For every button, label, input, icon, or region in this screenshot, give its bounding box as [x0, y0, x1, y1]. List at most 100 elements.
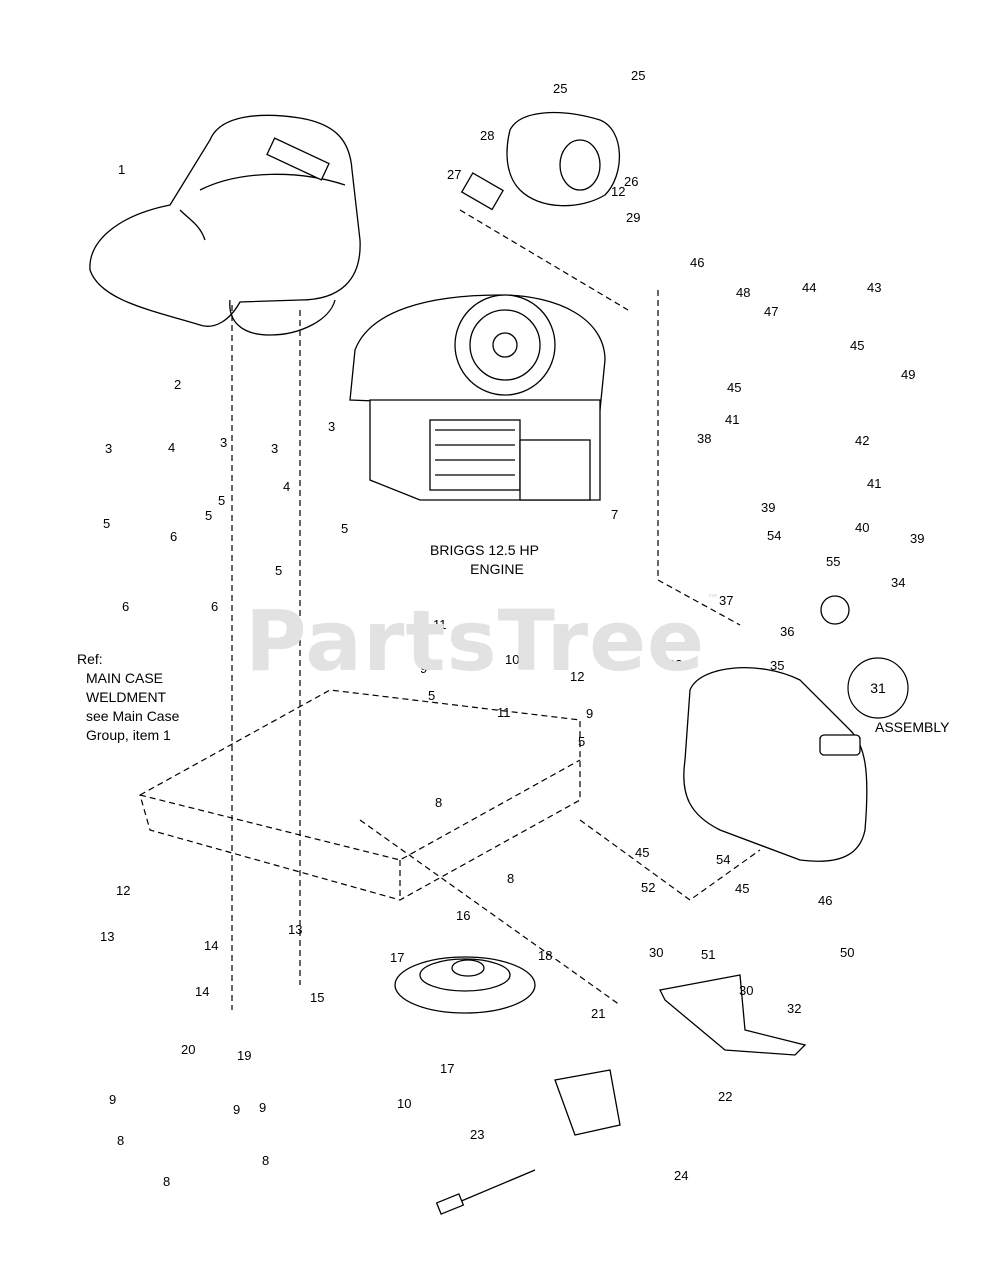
callout-3[interactable]: 3	[328, 419, 335, 434]
callout-54[interactable]: 54	[767, 528, 781, 543]
callout-54[interactable]: 55	[826, 554, 840, 569]
callout-39[interactable]: 39	[761, 500, 775, 515]
seat-part[interactable]	[89, 114, 361, 336]
callout-35[interactable]: 36	[780, 624, 794, 639]
callout-41[interactable]: 42	[855, 433, 869, 448]
callout-42[interactable]: 43	[867, 280, 881, 295]
callout-18[interactable]: 19	[237, 1048, 251, 1063]
callout-12[interactable]: 13	[288, 922, 302, 937]
callout-22[interactable]: 23	[470, 1127, 484, 1142]
callout-8[interactable]: 8	[507, 871, 514, 886]
callout-17[interactable]: 18	[538, 948, 552, 963]
engine-part[interactable]	[349, 294, 606, 501]
callout-3[interactable]: 3	[105, 441, 112, 456]
callout-51[interactable]: 52	[641, 880, 655, 895]
assembly-circle[interactable]: 31	[847, 657, 909, 719]
callout-9[interactable]: 10	[397, 1096, 411, 1111]
callout-3[interactable]: 3	[220, 435, 227, 450]
callout-3[interactable]: 3	[271, 441, 278, 456]
callout-labels: 1 2 3 3 3 3 4 4 5 5 5 5 5 5 5 6 6 6 6 7 …	[100, 68, 924, 1189]
callout-12[interactable]: 12	[611, 184, 625, 199]
pulley-part[interactable]	[394, 956, 536, 1014]
callout-5[interactable]: 5	[428, 688, 435, 703]
bracket-part[interactable]	[554, 1069, 621, 1136]
callout-44[interactable]: 45	[727, 380, 741, 395]
callout-10[interactable]: 10	[505, 652, 519, 667]
callout-7[interactable]: 7	[611, 507, 618, 522]
callout-39[interactable]: 40	[855, 520, 869, 535]
callout-5[interactable]: 5	[205, 508, 212, 523]
callout-13[interactable]: 13	[100, 929, 114, 944]
callout-1[interactable]: 1	[118, 162, 125, 177]
callout-34[interactable]: 35	[770, 658, 784, 673]
callout-5[interactable]: 5	[578, 734, 585, 749]
callout-26[interactable]: 27	[447, 167, 461, 182]
callout-33[interactable]: 34	[891, 575, 905, 590]
callout-4[interactable]: 4	[283, 479, 290, 494]
callout-24[interactable]: 25	[553, 81, 567, 96]
callout-52[interactable]: 54	[716, 852, 730, 867]
callout-37[interactable]: 38	[697, 431, 711, 446]
callout-45[interactable]: 45	[735, 881, 749, 896]
callout-6[interactable]: 6	[170, 529, 177, 544]
callout-8[interactable]: 8	[117, 1133, 124, 1148]
callout-27[interactable]: 28	[480, 128, 494, 143]
callout-29[interactable]: 30	[649, 945, 663, 960]
callout-48[interactable]: 49	[901, 367, 915, 382]
callout-38[interactable]: 39	[910, 531, 924, 546]
callout-9[interactable]: 9	[259, 1100, 266, 1115]
callout-11[interactable]: 11	[433, 617, 447, 632]
callout-11[interactable]: 12	[570, 669, 584, 684]
heat-shield-part[interactable]	[659, 974, 807, 1056]
callout-5[interactable]: 5	[341, 521, 348, 536]
callout-8[interactable]: 8	[435, 795, 442, 810]
fuel-tank-part[interactable]	[683, 595, 868, 862]
callout-15[interactable]: 16	[456, 908, 470, 923]
callout-5[interactable]: 5	[275, 563, 282, 578]
callout-28[interactable]: 29	[626, 210, 640, 225]
callout-19[interactable]: 20	[181, 1042, 195, 1057]
callout-40[interactable]: 41	[867, 476, 881, 491]
callout-30[interactable]: 32	[787, 1001, 801, 1016]
callout-46[interactable]: 46	[690, 255, 704, 270]
callout-6[interactable]: 6	[286, 624, 293, 639]
callout-8[interactable]: 8	[262, 1153, 269, 1168]
callout-43[interactable]: 44	[802, 280, 816, 295]
callout-9[interactable]: 9	[586, 706, 593, 721]
callout-49[interactable]: 50	[840, 945, 854, 960]
muffler-part[interactable]	[460, 112, 621, 211]
callout-32[interactable]: 33	[668, 657, 682, 672]
rod-part[interactable]	[435, 1169, 536, 1215]
callout-50[interactable]: 51	[701, 947, 715, 962]
callout-25[interactable]: 25	[631, 68, 645, 83]
callout-14[interactable]: 14	[204, 938, 218, 953]
callout-4[interactable]: 4	[168, 440, 175, 455]
callout-6[interactable]: 6	[122, 599, 129, 614]
callout-10[interactable]: 11	[497, 705, 511, 720]
callout-36[interactable]: 37	[719, 593, 733, 608]
callout-8[interactable]: 8	[163, 1174, 170, 1189]
callout-41[interactable]: 41	[725, 412, 739, 427]
callout-13[interactable]: 14	[195, 984, 209, 999]
callout-20[interactable]: 21	[591, 1006, 605, 1021]
callout-9[interactable]: 9	[420, 661, 427, 676]
callout-12[interactable]: 12	[116, 883, 130, 898]
callout-47[interactable]: 48	[736, 285, 750, 300]
callout-25[interactable]: 26	[624, 174, 638, 189]
callout-2[interactable]: 2	[174, 377, 181, 392]
callout-14[interactable]: 15	[310, 990, 324, 1005]
callout-30[interactable]: 30	[739, 983, 753, 998]
callout-21[interactable]: 22	[718, 1089, 732, 1104]
callout-6[interactable]: 6	[211, 599, 218, 614]
callout-45[interactable]: 46	[818, 893, 832, 908]
callout-9[interactable]: 9	[109, 1092, 116, 1107]
callout-23[interactable]: 24	[674, 1168, 688, 1183]
callout-9[interactable]: 9	[233, 1102, 240, 1117]
callout-45[interactable]: 45	[850, 338, 864, 353]
callout-5[interactable]: 5	[218, 493, 225, 508]
callout-17[interactable]: 17	[390, 950, 404, 965]
callout-16[interactable]: 17	[440, 1061, 454, 1076]
callout-45[interactable]: 45	[635, 845, 649, 860]
callout-46[interactable]: 47	[764, 304, 778, 319]
callout-5[interactable]: 5	[103, 516, 110, 531]
